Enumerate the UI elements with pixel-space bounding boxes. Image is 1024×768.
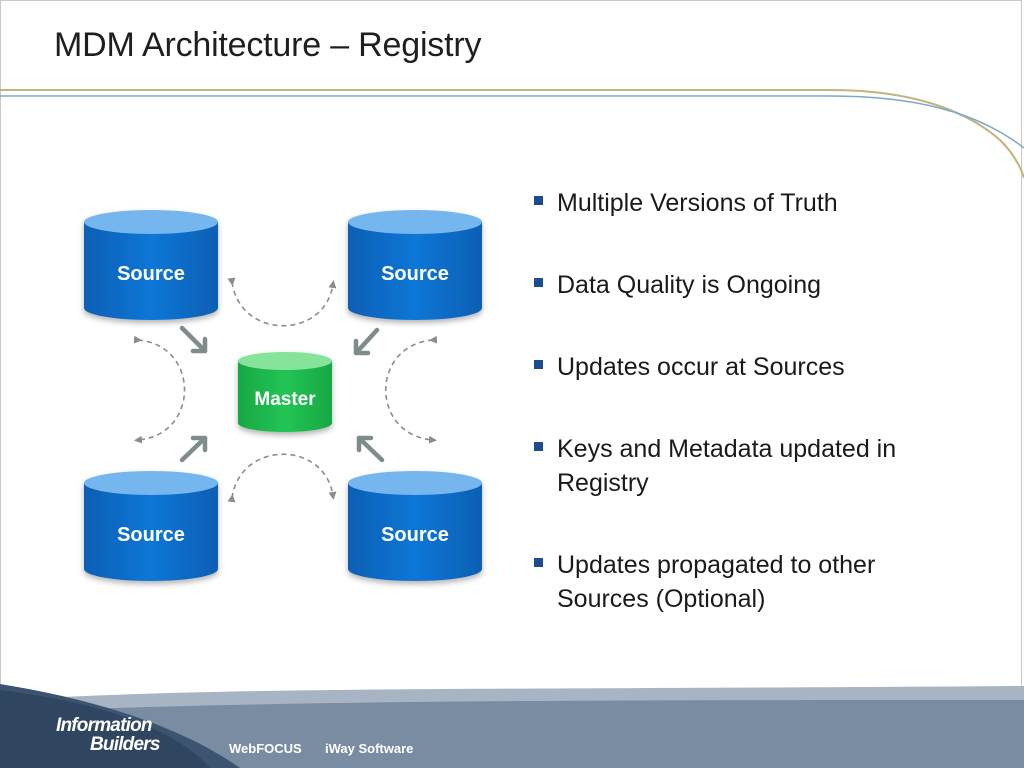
logo-line-2: Builders bbox=[90, 734, 160, 755]
square-bullet-icon bbox=[534, 442, 543, 451]
header-accent-lines bbox=[0, 89, 1024, 179]
source-db-bottom-right bbox=[348, 471, 482, 581]
source-label: Source bbox=[117, 524, 185, 546]
arrow-from-master-icon bbox=[356, 435, 385, 463]
source-label: Source bbox=[381, 263, 449, 285]
bullet-text: Multiple Versions of Truth bbox=[557, 189, 838, 217]
source-label: Source bbox=[117, 263, 185, 285]
square-bullet-icon bbox=[534, 196, 543, 205]
dashed-arrow-right-icon bbox=[385, 335, 438, 444]
square-bullet-icon bbox=[534, 558, 543, 567]
dashed-arrow-left-icon bbox=[133, 335, 186, 444]
square-bullet-icon bbox=[534, 278, 543, 287]
source-db-top-right bbox=[348, 210, 482, 320]
source-db-bottom-left bbox=[84, 471, 218, 581]
logo-line-1: Information bbox=[56, 715, 153, 736]
source-db-top-left bbox=[84, 210, 218, 320]
arrow-from-master-icon bbox=[179, 435, 208, 463]
master-label: Master bbox=[254, 389, 316, 410]
bullet-text: Updates propagated to other Sources (Opt… bbox=[557, 551, 876, 613]
bullet-item: Updates occur at Sources bbox=[532, 350, 972, 384]
bullet-item: Updates propagated to other Sources (Opt… bbox=[532, 548, 972, 616]
bullet-item: Multiple Versions of Truth bbox=[532, 186, 972, 220]
arrow-to-master-icon bbox=[179, 325, 208, 354]
dashed-arrow-bottom-icon bbox=[227, 453, 337, 503]
footer-link-webfocus[interactable]: WebFOCUS bbox=[229, 741, 302, 756]
bullet-item: Keys and Metadata updated in Registry bbox=[532, 432, 972, 500]
bullet-text: Keys and Metadata updated in Registry bbox=[557, 435, 897, 497]
master-db bbox=[238, 352, 332, 432]
page-title: MDM Architecture – Registry bbox=[54, 26, 482, 64]
bullet-text: Updates occur at Sources bbox=[557, 353, 845, 381]
dashed-arrow-top-icon bbox=[227, 277, 337, 327]
bullet-text: Data Quality is Ongoing bbox=[557, 271, 822, 299]
bullet-list: Multiple Versions of Truth Data Quality … bbox=[532, 186, 972, 664]
square-bullet-icon bbox=[534, 360, 543, 369]
source-label: Source bbox=[381, 524, 449, 546]
information-builders-logo: Information Builders bbox=[56, 716, 160, 754]
arrow-to-master-icon bbox=[353, 327, 380, 356]
bullet-item: Data Quality is Ongoing bbox=[532, 268, 972, 302]
footer-link-iway-software[interactable]: iWay Software bbox=[325, 741, 414, 756]
